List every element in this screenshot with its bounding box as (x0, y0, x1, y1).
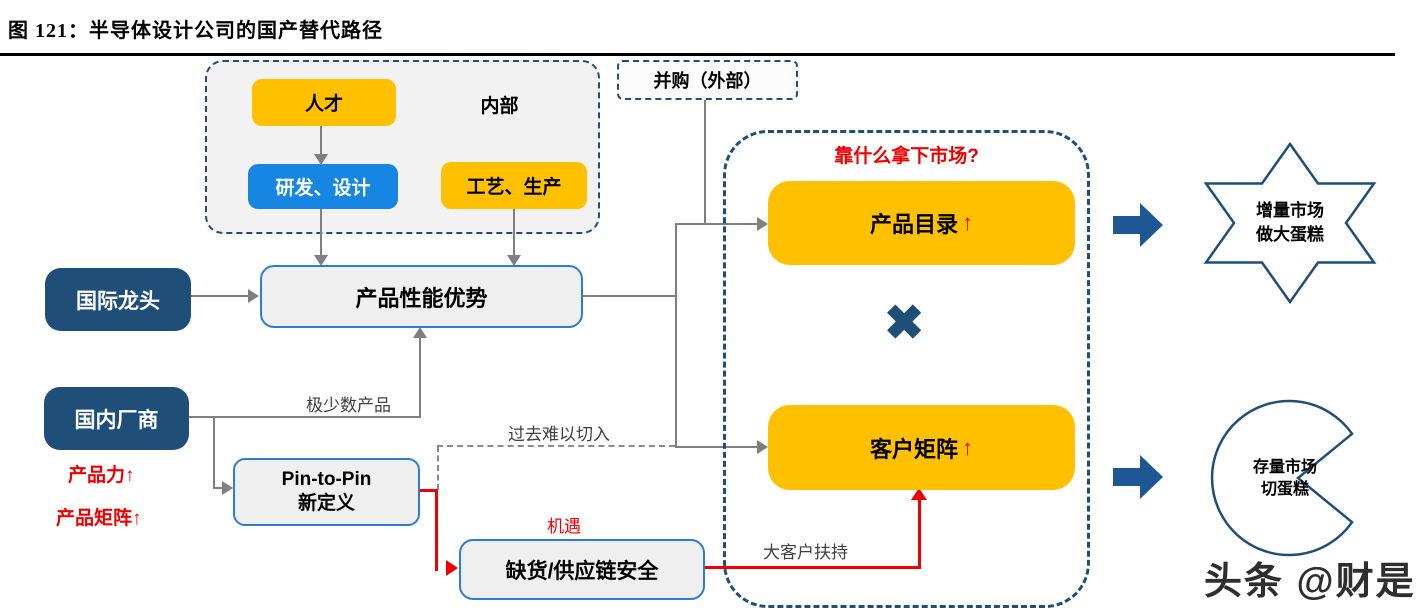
connector-vertical-bus (675, 223, 677, 448)
connector-craft-performance (513, 209, 515, 255)
rd-design-node: 研发、设计 (248, 164, 398, 209)
incremental-market-text: 增量市场 做大蛋糕 (1190, 141, 1390, 305)
hard-to-enter-label: 过去难以切入 (508, 425, 610, 444)
figure-title: 图 121：半导体设计公司的国产替代路径 (8, 20, 383, 42)
product-matrix-note: 产品矩阵↑ (56, 508, 142, 529)
red-connector-pin-out (420, 489, 438, 492)
customer-matrix-node: 客户矩阵 ↑ (768, 405, 1075, 490)
red-arrowhead-into-customer (911, 488, 927, 500)
shortage-supplychain-node: 缺货/供应链安全 (459, 539, 705, 600)
red-connector-shortage-right (705, 566, 921, 569)
product-performance-node: 产品性能优势 (260, 265, 583, 328)
pacman-shape (1210, 399, 1354, 557)
domestic-vendor-node: 国内厂商 (44, 387, 189, 450)
market-panel-box (723, 130, 1090, 608)
red-arrowhead-into-shortage (446, 560, 458, 576)
arrowhead-rd-performance (314, 255, 328, 266)
connector-up-performance (419, 338, 421, 418)
arrowhead-into-catalog (757, 217, 768, 231)
customer-up-arrow-icon: ↑ (962, 434, 973, 460)
block-arrow-icon (1113, 455, 1163, 499)
connector-talent-rd (320, 126, 322, 154)
market-question: 靠什么拿下市场? (834, 146, 979, 167)
arrowhead-up-performance (413, 327, 427, 338)
connector-into-pin (213, 487, 223, 489)
internal-group-heading: 内部 (480, 95, 519, 117)
dashed-hard-entry-line (437, 445, 675, 447)
stock-market-line2: 切蛋糕 (1260, 481, 1309, 498)
arrowhead-into-customer (757, 440, 768, 454)
key-account-label: 大客户扶持 (763, 543, 848, 562)
merger-external-node: 并购（外部） (617, 60, 798, 100)
arrowhead-into-pin (222, 481, 233, 495)
block-arrow-icon (1113, 203, 1163, 247)
talent-node: 人才 (252, 79, 396, 126)
connector-merger-down (704, 100, 706, 224)
international-leader-node: 国际龙头 (45, 268, 191, 331)
connector-international-performance (191, 295, 248, 297)
opportunity-label: 机遇 (547, 517, 581, 536)
connector-into-customer (677, 446, 758, 448)
star-shape (1203, 141, 1377, 305)
incremental-market-line1: 增量市场 (1256, 201, 1324, 221)
product-catalog-node: 产品目录 ↑ (768, 181, 1075, 265)
connector-domestic-down (213, 416, 215, 489)
stock-market-text: 存量市场 切蛋糕 (1210, 398, 1360, 560)
pin-to-pin-line1: Pin-to-Pin (281, 469, 372, 491)
stock-market-line1: 存量市场 (1252, 458, 1317, 476)
arrowhead-international-performance (248, 289, 259, 303)
product-power-note: 产品力↑ (68, 465, 135, 486)
customer-matrix-label: 客户矩阵 (869, 436, 958, 462)
connector-domestic-right (189, 416, 421, 418)
few-products-label: 极少数产品 (306, 396, 391, 415)
product-catalog-label: 产品目录 (869, 212, 958, 237)
arrowhead-talent-rd (314, 154, 328, 165)
incremental-market-line2: 做大蛋糕 (1256, 225, 1324, 244)
connector-rd-performance (320, 209, 322, 255)
red-connector-up-customer (918, 498, 921, 568)
pin-to-pin-line2: 新定义 (297, 493, 355, 514)
craft-production-node: 工艺、生产 (441, 162, 587, 209)
connector-into-catalog (677, 223, 758, 225)
multiply-icon: ✖ (884, 297, 925, 350)
title-divider (0, 53, 1395, 56)
arrowhead-craft-performance (507, 255, 521, 266)
connector-performance-right (583, 295, 677, 297)
red-connector-pin-down (435, 489, 438, 571)
catalog-up-arrow-icon: ↑ (962, 210, 973, 235)
watermark: 头条 @财是 (1204, 561, 1416, 603)
dashed-hard-entry-drop (437, 446, 439, 490)
pin-to-pin-node: Pin-to-Pin 新定义 (233, 458, 420, 526)
